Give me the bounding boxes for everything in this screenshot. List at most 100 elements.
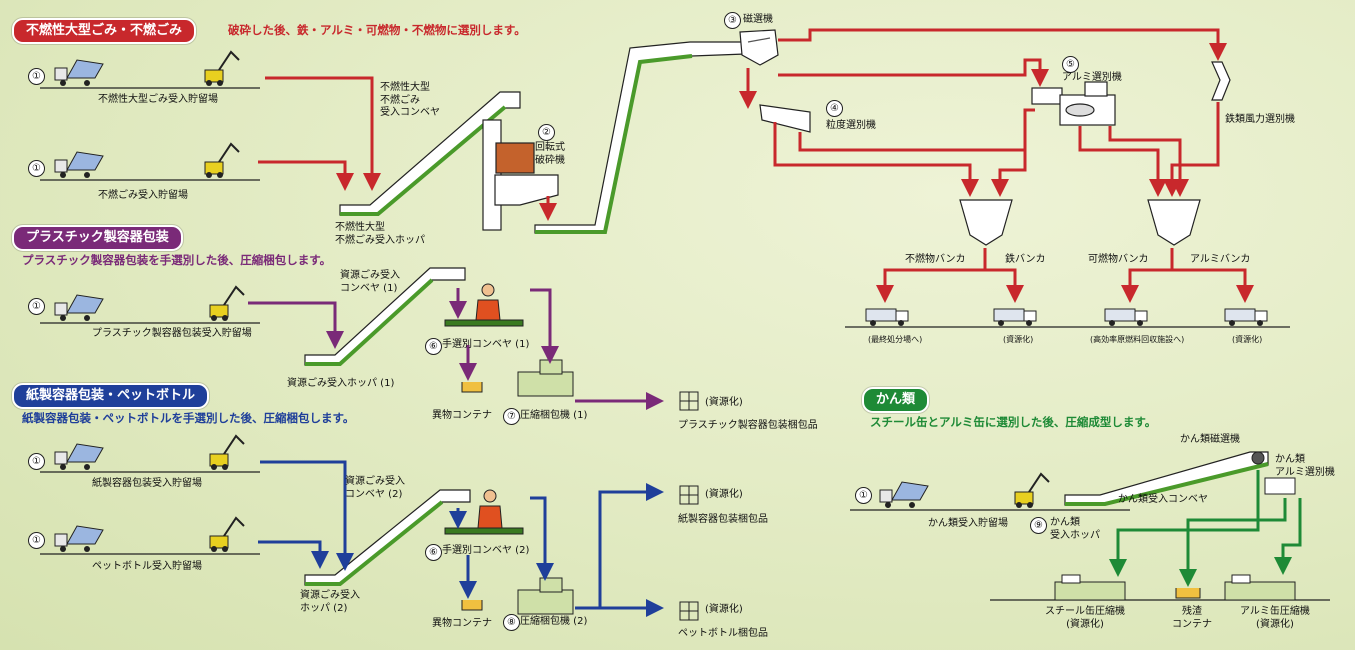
worker-1	[475, 283, 501, 321]
dest-landfill-label: (最終処分場へ)	[868, 335, 923, 344]
alu-press-label: アルミ缶圧縮機 (資源化)	[1240, 606, 1310, 630]
foreign-container-1-label: 異物コンテナ	[432, 410, 492, 421]
step-number-6: ⑥	[425, 338, 442, 355]
section-title-plastic: プラスチック製容器包装	[12, 225, 183, 251]
size-sorter	[759, 104, 811, 133]
pet-pit-label: ペットボトル受入貯留場	[92, 561, 202, 572]
step-number-7: ⑦	[503, 408, 520, 425]
res-conveyor-1-label: 資源ごみ受入 コンベヤ (1)	[340, 270, 400, 294]
section-desc-cans: スチール缶とアルミ缶に選別した後、圧縮成型します。	[870, 415, 1157, 429]
can-conveyor-label: かん類受入コンベヤ	[1118, 494, 1208, 505]
paper-res-label: (資源化)	[705, 489, 743, 500]
step-number-1: ①	[28, 68, 45, 85]
iron-air-sorter-label: 鉄類風力選別機	[1225, 114, 1295, 125]
step-number-9: ⑨	[1030, 517, 1047, 534]
loader-icon	[204, 50, 240, 86]
dest-furnace-label: (高効率原燃料回収施設へ)	[1090, 335, 1185, 344]
can-hopper-label: かん類 受入ホッパ	[1050, 517, 1100, 541]
hand-sort-conveyor-1	[444, 319, 524, 327]
alu-press	[1224, 574, 1296, 601]
section-title-cans: かん類	[862, 387, 930, 413]
step-number-1: ①	[855, 487, 872, 504]
step-number-8: ⑧	[503, 614, 520, 631]
steel-press-label: スチール缶圧縮機 (資源化)	[1045, 606, 1125, 630]
baler-2	[517, 577, 574, 615]
truck-icon	[993, 308, 1037, 326]
bunkers	[959, 199, 1201, 246]
worker-2	[477, 489, 503, 529]
bale-icon-paper	[679, 485, 699, 505]
hand-sort-conveyor-2	[444, 527, 524, 535]
loader-icon	[209, 285, 245, 321]
truck-icon	[54, 525, 104, 552]
truck-icon	[1104, 308, 1148, 326]
bale-icon-plastic	[679, 391, 699, 411]
res-hopper-1-label: 資源ごみ受入ホッパ (1)	[287, 378, 395, 389]
step-number-5: ⑤	[1062, 56, 1079, 73]
alu-sorter	[1031, 81, 1116, 126]
bunker-iron-label: 鉄バンカ	[1005, 254, 1046, 265]
baler-1-label: 圧縮梱包機 (1)	[520, 410, 588, 421]
truck-icon	[1224, 308, 1268, 326]
pet-res-label: (資源化)	[705, 604, 743, 615]
steel-press	[1054, 574, 1126, 601]
loader-icon	[209, 516, 245, 552]
can-alu-sorter-label: かん類 アルミ選別機	[1275, 454, 1335, 478]
step-number-1: ①	[28, 298, 45, 315]
bale-icon-pet	[679, 601, 699, 621]
can-pit-label: かん類受入貯留場	[928, 518, 1008, 529]
res-conveyor-2	[304, 489, 471, 586]
step-number-1: ①	[28, 532, 45, 549]
res-hopper-2-label: 資源ごみ受入 ホッパ (2)	[300, 590, 360, 614]
crusher	[482, 119, 559, 231]
bulky-hopper-label: 不燃性大型 不燃ごみ受入ホッパ	[335, 222, 425, 246]
step-number-6: ⑥	[425, 544, 442, 561]
dest-resource2-label: (資源化)	[1232, 335, 1263, 344]
truck-icon	[54, 59, 104, 86]
step-number-1: ①	[28, 160, 45, 177]
step-number-3: ③	[724, 12, 741, 29]
bale-res-1-label: (資源化)	[705, 397, 743, 408]
bunker-comb-label: 可燃物バンカ	[1088, 254, 1149, 265]
dest-resource1-label: (資源化)	[1003, 335, 1034, 344]
paper-bale-label: 紙製容器包装梱包品	[678, 514, 768, 525]
loader-icon	[204, 142, 240, 178]
plastic-bale-label: プラスチック製容器包装梱包品	[678, 420, 818, 431]
alu-sorter-label: アルミ選別機	[1062, 72, 1122, 83]
noncomb-pit-label: 不燃ごみ受入貯留場	[98, 190, 188, 201]
magnet-label: 磁選機	[743, 14, 773, 25]
section-desc-plastic: プラスチック製容器包装を手選別した後、圧縮梱包します。	[22, 253, 332, 267]
section-desc-bulky: 破砕した後、鉄・アルミ・可燃物・不燃物に選別します。	[228, 23, 526, 37]
magnet-separator	[739, 29, 779, 66]
loader-icon	[1014, 472, 1050, 508]
iron-air-sorter	[1211, 61, 1231, 101]
step-number-1: ①	[28, 453, 45, 470]
loader-icon	[209, 434, 245, 470]
hand-sort-1-label: 手選別コンベヤ (1)	[442, 339, 530, 350]
section-title-paper: 紙製容器包装・ペットボトル	[12, 383, 210, 409]
pet-bale-label: ペットボトル梱包品	[678, 628, 768, 639]
bunker-alu-label: アルミバンカ	[1190, 254, 1251, 265]
truck-icon	[54, 294, 104, 321]
baler-2-label: 圧縮梱包機 (2)	[520, 616, 588, 627]
truck-icon	[54, 443, 104, 470]
plastic-pit-label: プラスチック製容器包装受入貯留場	[92, 328, 252, 339]
res-conveyor-2-label: 資源ごみ受入 コンベヤ (2)	[345, 476, 405, 500]
step-number-4: ④	[826, 100, 843, 117]
bulky-pit-label: 不燃性大型ごみ受入貯留場	[98, 94, 218, 105]
section-desc-paper: 紙製容器包装・ペットボトルを手選別した後、圧縮梱包します。	[22, 411, 355, 425]
truck-icon	[879, 481, 929, 508]
can-alu-sorter-box	[1264, 477, 1296, 495]
hand-sort-2-label: 手選別コンベヤ (2)	[442, 545, 530, 556]
bunker-noncomb-label: 不燃物バンカ	[905, 254, 966, 265]
bulky-conveyor-label: 不燃性大型 不燃ごみ 受入コンベヤ	[380, 82, 440, 118]
crusher-label: 回転式 破砕機	[535, 142, 565, 166]
paper-pit-label: 紙製容器包装受入貯留場	[92, 478, 202, 489]
baler-1	[517, 359, 574, 397]
residue-container-label: 残渣 コンテナ	[1172, 606, 1212, 630]
can-magnet-label: かん類磁選機	[1180, 434, 1240, 445]
truck-icon	[54, 151, 104, 178]
truck-icon	[865, 308, 909, 326]
